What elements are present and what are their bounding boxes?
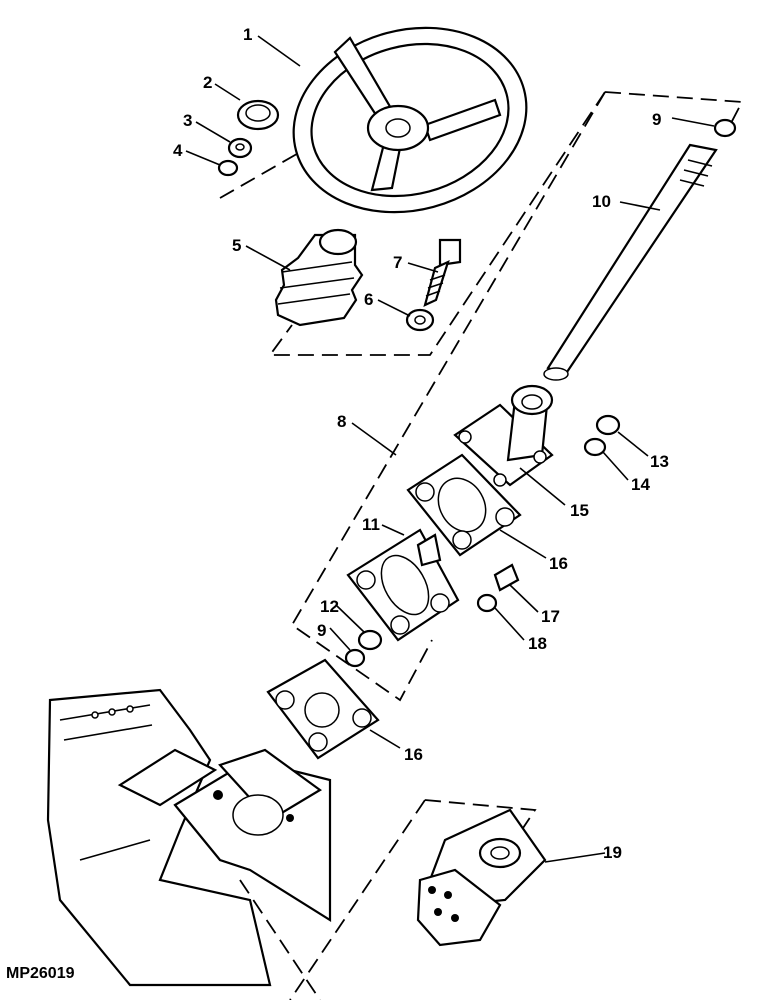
steering-column-housing: [453, 384, 554, 487]
gasket-upper: [406, 453, 522, 557]
callout-12: 12: [320, 597, 339, 616]
steering-valve: [416, 808, 547, 947]
callout-10: 10: [592, 192, 611, 211]
lock-nut: [595, 414, 621, 436]
callout-8: 8: [337, 412, 346, 431]
callout-4: 4: [173, 141, 183, 160]
tractor-frame: [46, 688, 332, 987]
callout-9-top: 9: [652, 110, 661, 129]
horn-cap: [236, 99, 280, 131]
callout-3: 3: [183, 111, 192, 130]
callouts: 1 2 3 4 5 7 6 8 9 10 11 12 9 13 14 15 16…: [173, 25, 669, 862]
callout-6: 6: [364, 290, 373, 309]
fitting: [493, 563, 520, 592]
callout-7: 7: [393, 253, 402, 272]
steering-boot: [274, 228, 364, 327]
steering-shaft: [543, 143, 718, 381]
callout-15: 15: [570, 501, 589, 520]
mounting-plate: [346, 528, 460, 642]
lock-washer: [217, 159, 239, 177]
snap-ring-top: [713, 118, 737, 138]
callout-5: 5: [232, 236, 241, 255]
callout-14: 14: [631, 475, 650, 494]
snap-ring-lower: [344, 648, 366, 668]
callout-16-upper: 16: [549, 554, 568, 573]
assembly-dashed-lines: [219, 69, 744, 1000]
callout-11: 11: [362, 515, 380, 534]
wheel-nut: [227, 137, 253, 159]
washer: [405, 308, 435, 332]
leader-lines: [185, 35, 715, 863]
figure-reference: MP26019: [6, 965, 75, 982]
callout-19: 19: [603, 843, 622, 862]
cap-screw: [423, 238, 462, 307]
callout-18: 18: [528, 634, 547, 653]
gasket-lower: [266, 658, 380, 760]
callout-9-lower: 9: [317, 621, 326, 640]
flat-washer: [583, 437, 607, 457]
seal-washer: [476, 593, 498, 613]
steering-wheel: [292, 26, 528, 214]
callout-1: 1: [243, 25, 252, 44]
o-ring: [357, 629, 383, 651]
callout-2: 2: [203, 73, 212, 92]
callout-17: 17: [541, 607, 560, 626]
callout-16-lower: 16: [404, 745, 423, 764]
callout-13: 13: [650, 452, 669, 471]
